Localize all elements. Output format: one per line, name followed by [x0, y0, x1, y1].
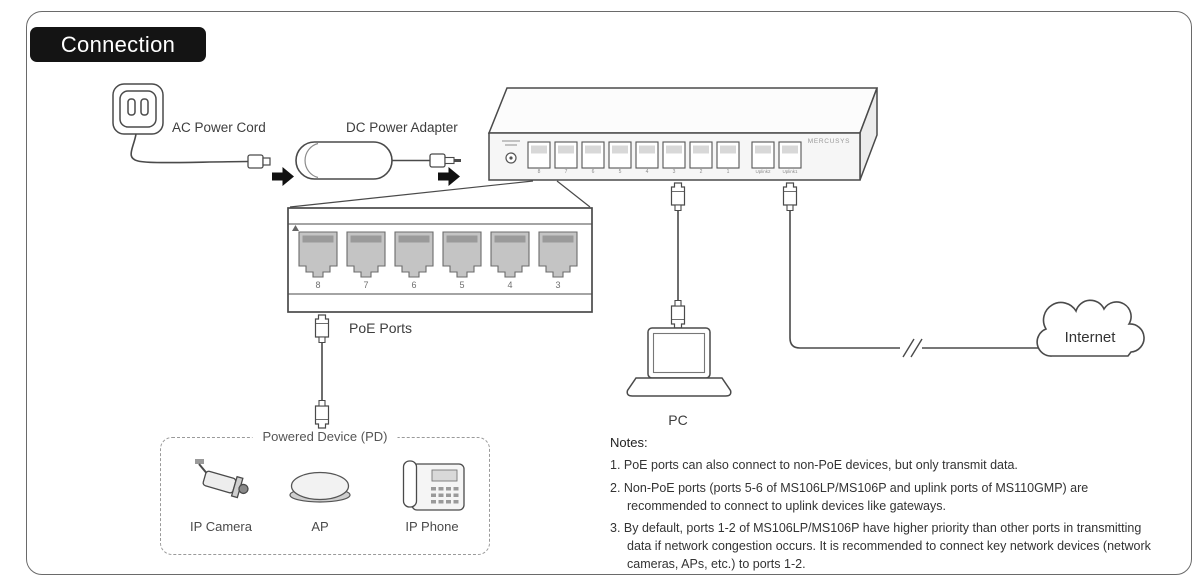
note-item: 1. PoE ports can also connect to non-PoE…	[610, 458, 1018, 472]
section-banner: Connection	[30, 27, 206, 62]
switch-power-jack-icon	[502, 140, 520, 164]
switch-port-label: 3	[672, 169, 676, 175]
internet-cable	[782, 182, 1054, 358]
ip-camera-label: IP Camera	[190, 519, 252, 534]
notes-heading: Notes:	[610, 435, 648, 450]
poe-panel-illustration	[287, 207, 593, 313]
poe-port-label: 4	[507, 280, 513, 290]
brand-label: MERCUSYS	[807, 138, 851, 145]
ac-cord-connector-icon	[247, 154, 271, 169]
pc-label: PC	[668, 412, 688, 428]
poe-port-label: 7	[363, 280, 369, 290]
ip-camera-icon	[195, 459, 249, 499]
insert-arrow-icon	[438, 167, 460, 186]
internet-label: Internet	[1064, 329, 1116, 346]
internet-cloud-icon	[1036, 299, 1145, 357]
poe-port-label: 3	[555, 280, 561, 290]
note-item: 2. Non-PoE ports (ports 5-6 of MS106LP/M…	[610, 480, 1089, 513]
dc-plug-connector-icon	[429, 153, 461, 168]
laptop-icon	[626, 327, 732, 397]
ap-icon	[289, 471, 351, 503]
switch-port-label: Uplink2	[755, 169, 771, 174]
power-adapter-icon	[295, 141, 430, 180]
poe-device-cable	[314, 314, 330, 429]
callout-lines	[289, 180, 591, 208]
poe-ports-label: PoE Ports	[349, 320, 413, 336]
pd-box-label: Powered Device (PD)	[252, 429, 398, 444]
ap-label: AP	[311, 519, 329, 534]
page-border	[26, 11, 1192, 575]
pd-box: Powered Device (PD)	[160, 429, 490, 555]
poe-port-label: 6	[411, 280, 417, 290]
switch-port-label: 2	[699, 169, 703, 175]
ip-phone-label: IP Phone	[405, 519, 459, 534]
switch-port-label: 8	[537, 169, 541, 175]
switch-port-label: 7	[564, 169, 568, 175]
ac-plug-icon	[112, 83, 164, 135]
ip-phone-icon	[402, 460, 465, 511]
switch-port-label: Uplink1	[782, 169, 798, 174]
notes-section: Notes: 1. PoE ports can also connect to …	[610, 435, 1158, 579]
poe-port-label: 5	[459, 280, 465, 290]
pc-cable	[670, 182, 686, 329]
switch-illustration	[487, 87, 879, 181]
note-item: 3. By default, ports 1-2 of MS106LP/MS10…	[610, 521, 1151, 571]
ac-power-cord-line	[130, 133, 249, 164]
ac-power-cord-label: AC Power Cord	[172, 120, 266, 135]
switch-port-label: 4	[645, 169, 649, 175]
switch-port-label: 1	[726, 169, 730, 175]
switch-port-label: 6	[591, 169, 595, 175]
poe-port-label: 8	[315, 280, 321, 290]
insert-arrow-icon	[272, 167, 294, 186]
page-title: Connection	[60, 31, 176, 57]
dc-power-adapter-label: DC Power Adapter	[346, 120, 458, 135]
cable-break-icon	[902, 338, 923, 358]
switch-port-label: 5	[618, 169, 622, 175]
